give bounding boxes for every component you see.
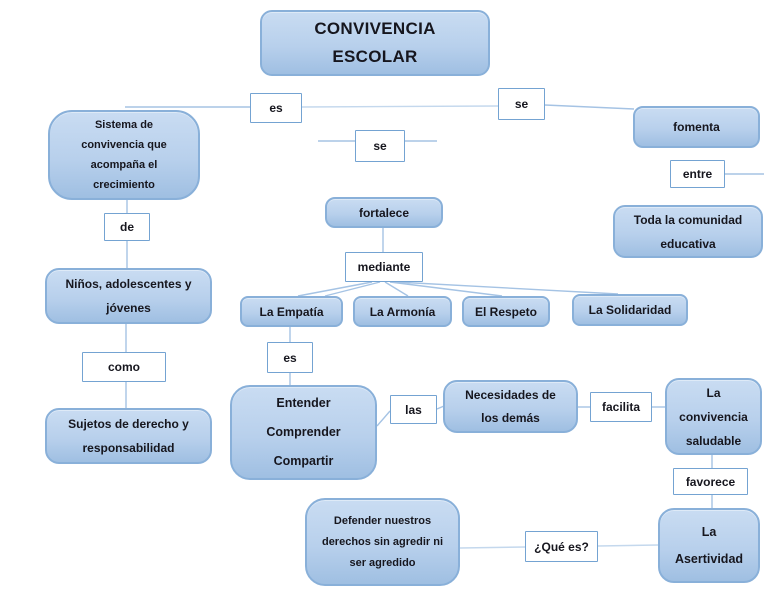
connector-label-favorece: favorece [673,468,748,495]
line-defender-to-quees [459,546,526,549]
connector-label-se-mid: se [355,130,405,162]
comunidad-line: educativa [660,236,716,251]
entender-line: Compartir [273,454,334,468]
connector-label-es-left: es [250,93,302,123]
connector-label-que-es: ¿Qué es? [525,531,598,562]
connector-label-de: de [104,213,150,241]
node-empatia: La Empatía [240,296,343,327]
line-mediante-to-empatia-b [324,281,381,297]
defender-line: ser agredido [349,556,416,569]
line-es-to-se-top [301,105,499,108]
necesidades-line: los demás [481,410,540,425]
connector-label-facilita: facilita [590,392,652,422]
connector-label-como: como [82,352,166,382]
node-fortalece: fortalece [325,197,443,228]
title-line: ESCOLAR [332,47,418,66]
node-asertividad: La Asertividad [658,508,760,583]
convivencia-line: saludable [685,433,742,448]
connector-label-entre: entre [670,160,725,188]
connector-label-es-empatia: es [267,342,313,373]
title-line: CONVIVENCIA [314,19,436,38]
asertividad-line: La [701,524,717,539]
ninos-line: Niños, adolescentes y [65,277,192,291]
convivencia-line: La [706,385,721,400]
sistema-line: crecimiento [93,179,155,191]
node-respeto: El Respeto [462,296,550,327]
convivencia-line: convivencia [679,409,748,424]
connector-label-mediante: mediante [345,252,423,282]
line-mediante-to-solidaridad [395,281,619,295]
line-entender-to-las [376,410,391,427]
node-title: CONVIVENCIA ESCOLAR [260,10,490,76]
node-sistema-convivencia: Sistema de convivencia que acompaña el c… [48,110,200,200]
node-defender-derechos: Defender nuestros derechos sin agredir n… [305,498,460,586]
ninos-line: jóvenes [106,301,151,315]
node-convivencia-saludable: La convivencia saludable [665,378,762,455]
node-necesidades: Necesidades de los demás [443,380,578,433]
node-entender-comprender: Entender Comprender Compartir [230,385,377,480]
entender-line: Entender [276,396,331,410]
sujetos-line: Sujetos de derecho y [68,417,189,431]
defender-line: Defender nuestros [333,514,432,527]
entender-line: Comprender [266,425,341,439]
line-mediante-to-empatia-a [297,281,373,297]
node-solidaridad: La Solidaridad [572,294,688,326]
sistema-line: convivencia que [81,139,167,151]
line-se-top-to-fomenta [544,104,635,110]
line-las-to-necesidades [436,405,445,410]
node-ninos-adolescentes: Niños, adolescentes y jóvenes [45,268,212,324]
connector-label-las: las [390,395,437,424]
asertividad-line: Asertividad [674,551,744,566]
node-comunidad-educativa: Toda la comunidad educativa [613,205,763,258]
node-fomenta: fomenta [633,106,760,148]
connector-label-se-top: se [498,88,545,120]
line-mediante-to-armonia [384,281,409,297]
sistema-line: Sistema de [94,119,154,131]
sistema-line: acompaña el [90,159,158,171]
line-quees-to-asertividad [597,544,659,547]
comunidad-line: Toda la comunidad [633,212,743,227]
line-mediante-to-respeto [389,281,503,297]
node-armonia: La Armonía [353,296,452,327]
defender-line: derechos sin agredir ni [321,535,444,548]
necesidades-line: Necesidades de [465,387,556,402]
sujetos-line: responsabilidad [82,441,175,455]
node-sujetos-derecho: Sujetos de derecho y responsabilidad [45,408,212,464]
